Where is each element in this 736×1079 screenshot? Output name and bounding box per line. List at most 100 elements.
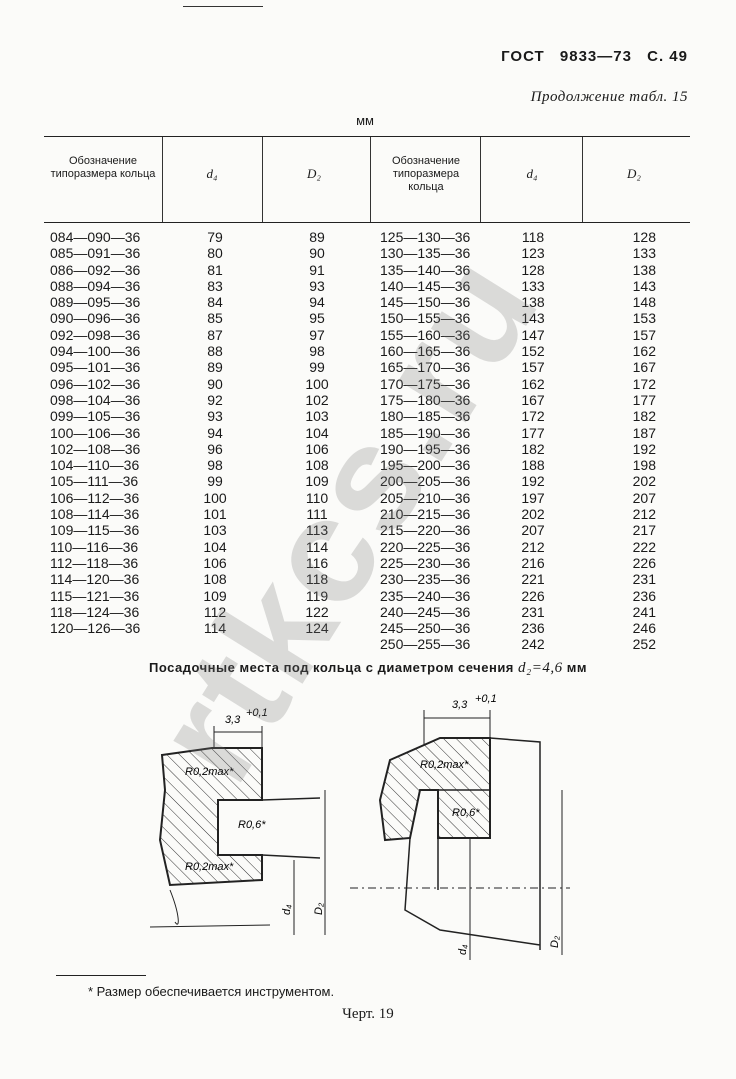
d4-right: 157 [521,359,545,376]
ring-code-right: 230—235—36 [380,571,471,588]
d4-left: 101 [203,506,227,523]
ring-code-left: 104—110—36 [50,457,140,474]
d4-left: 83 [207,277,223,294]
D2-left: 108 [305,457,329,474]
d4-right: 226 [521,587,545,604]
d4-right: 202 [521,506,545,523]
left-section [158,747,263,887]
d4-right: 207 [521,522,545,539]
standard-label: ГОСТ [501,48,545,65]
ring-code-right: 165—170—36 [380,359,471,376]
ring-code-left: 098—104—36 [50,391,141,408]
ring-code-right: 175—180—36 [380,391,471,408]
footnote: * Размер обеспечивается инструментом. [88,984,335,999]
d4-left: 104 [203,538,227,555]
D2-left: 124 [305,620,329,637]
radius-max-label: R0,2max* [420,759,469,771]
D2-right: 226 [632,554,656,571]
D2-right: 133 [632,245,656,262]
header-d4: d₄ [206,166,218,181]
D2-right: 198 [632,457,656,474]
ring-code-left: 096—102—36 [50,375,141,392]
ring-code-right: 155—160—36 [380,326,471,343]
d4-right: 128 [521,261,545,278]
ring-code-right: 210—215—36 [380,506,471,523]
seat-drawing: 3,3 +0,1 R0,2max* R0,6* R0,2max* d₄ D₂ 3… [149,693,570,960]
D2-right: 177 [632,391,656,408]
D2-right: 236 [632,587,656,604]
table-divider [262,137,263,223]
D2-left: 94 [309,294,325,311]
ring-code-right: 240—245—36 [380,603,471,620]
ring-code-right: 235—240—36 [380,587,471,604]
table-divider [480,137,481,223]
D2-right: 231 [632,571,656,588]
right-section [378,737,491,842]
ring-code-right: 180—185—36 [380,408,471,425]
d4-left: 79 [207,229,223,245]
header-D2: D₂ [627,166,641,181]
d4-right: 177 [521,424,545,441]
D2-left: 90 [309,245,325,262]
dim-width: 3,3 [225,714,241,726]
d4-left: 109 [203,587,227,604]
d4-right: 133 [521,277,545,294]
D2-right: 222 [632,538,656,555]
ring-code-left: 088—094—36 [50,277,141,294]
ring-code-right: 135—140—36 [380,261,471,278]
ring-code-right: 250—255—36 [380,636,471,653]
d4-left: 81 [207,261,223,278]
D2-left: 102 [305,391,329,408]
d4-right: 242 [521,636,545,653]
D2-right: 148 [632,294,656,311]
D2-left: 109 [305,473,329,490]
ring-code-left: 099—105—36 [50,408,141,425]
ring-code-left: 118—124—36 [50,603,140,620]
D2-left: 91 [309,261,325,278]
d4-left: 94 [207,424,223,441]
d4-right: 167 [521,391,545,408]
ring-code-left: 106—112—36 [50,489,140,506]
D2-left: 99 [309,359,325,376]
figure-number: Черт. 19 [342,1006,394,1022]
standard-number: 9833—73 [559,48,632,65]
section-parameter: d₂=4,6 [518,660,563,676]
right-seat-detail: 3,3 +0,1 R0,2max* R0,6* d₄ D₂ [350,693,570,960]
d4-left: 80 [207,245,223,262]
d4-left: 98 [207,457,223,474]
header-ring-designation: Обозначение типоразмера кольца [391,155,461,193]
ring-code-right: 220—225—36 [380,538,471,555]
table-divider [582,137,583,223]
d4-right: 138 [521,294,545,311]
d4-label: d₄ [281,904,293,915]
D2-right: 187 [632,424,656,441]
D2-right: 212 [632,506,656,523]
d4-right: 123 [521,245,545,262]
D2-left: 98 [309,343,325,360]
ring-code-right: 205—210—36 [380,489,471,506]
d4-right: 197 [521,489,545,506]
units-label: мм [356,113,374,128]
ring-code-right: 190—195—36 [380,440,471,457]
ring-code-right: 160—165—36 [380,343,471,360]
d4-right: 162 [521,375,545,392]
D2-left: 118 [305,571,329,588]
d4-right: 192 [521,473,545,490]
d4-left: 84 [207,294,223,311]
ring-code-left: 102—108—36 [50,440,141,457]
D2-right: 153 [632,310,656,327]
d4-right: 212 [521,538,545,555]
D2-left: 106 [305,440,329,457]
d4-left: 108 [203,571,227,588]
D2-left: 113 [305,522,329,539]
section-title: Посадочные места под кольца с диаметром … [149,660,587,676]
